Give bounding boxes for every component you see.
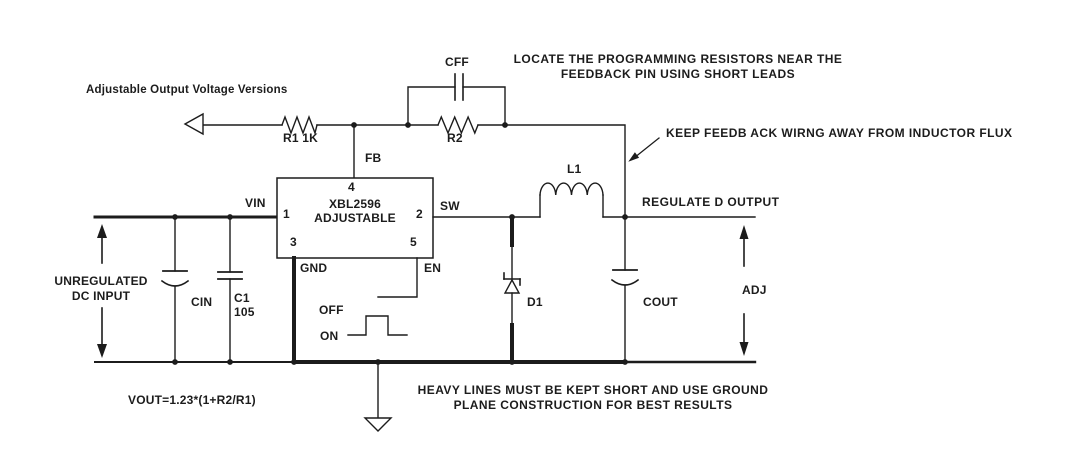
- heavy-lines-note-line1: HEAVY LINES MUST BE KEPT SHORT AND USE G…: [417, 383, 769, 397]
- ic-body: [276, 177, 434, 259]
- cout-label: COUT: [643, 295, 678, 309]
- diode-d1: [503, 215, 521, 364]
- vout-node-arrow: [183, 112, 204, 136]
- ic-part-name: XBL2596: [328, 197, 382, 211]
- ic-variant: ADJUSTABLE: [314, 211, 396, 225]
- c1-label: C1: [234, 291, 250, 305]
- capacitor-cff: [407, 73, 506, 126]
- cin-label: CIN: [191, 295, 213, 309]
- unregulated-input-line2: DC INPUT: [71, 288, 131, 303]
- resistor-r2: [437, 115, 479, 135]
- r2-label: R2: [447, 131, 463, 145]
- unregulated-input-line1: UNREGULATED: [54, 274, 148, 288]
- ground-symbol: [363, 361, 393, 432]
- capacitor-cout: [610, 216, 640, 363]
- inductor-l1: [539, 182, 604, 218]
- heavy-lines-note-line2: PLANE CONSTRUCTION FOR BEST RESULTS: [453, 397, 733, 412]
- locate-resistors-note-line2: FEEDBACK PIN USING SHORT LEADS: [560, 66, 796, 81]
- adj-span-arrow: [739, 225, 749, 356]
- capacitor-c1: [217, 216, 243, 363]
- unregulated-input-label: UNREGULATED DC INPUT: [40, 274, 162, 303]
- r1-label: R1 1K: [283, 131, 319, 145]
- resistor-r1: [281, 115, 318, 136]
- ic-pin3-number: 3: [290, 235, 297, 249]
- locate-resistors-note-line1: LOCATE THE PROGRAMMING RESISTORS NEAR TH…: [513, 52, 843, 66]
- note-arrow: [628, 137, 660, 162]
- unregulated-span-arrow: [97, 224, 107, 358]
- junction-dots: [172, 122, 628, 365]
- en-stub: [377, 257, 418, 298]
- vout-formula: VOUT=1.23*(1+R2/R1): [128, 393, 256, 407]
- off-label: OFF: [319, 303, 344, 317]
- adjustable-versions-note: Adjustable Output Voltage Versions: [86, 84, 288, 96]
- ic-pin2-number: 2: [416, 207, 423, 221]
- vin-pin-label: VIN: [245, 196, 266, 210]
- l1-label: L1: [567, 162, 582, 176]
- fb-pin-label: FB: [365, 151, 382, 165]
- gnd-pin-label: GND: [300, 261, 328, 275]
- sw-pin-label: SW: [440, 199, 460, 213]
- keep-feedback-note: KEEP FEEDB ACK WIRNG AWAY FROM INDUCTOR …: [666, 126, 1013, 140]
- on-label: ON: [320, 329, 339, 343]
- locate-resistors-note: LOCATE THE PROGRAMMING RESISTORS NEAR TH…: [488, 52, 868, 81]
- cff-label: CFF: [445, 55, 469, 69]
- regulated-output-label: REGULATE D OUTPUT: [642, 195, 780, 209]
- ic-pin1-number: 1: [283, 207, 290, 221]
- adj-label: ADJ: [742, 283, 767, 297]
- ic-pin5-number: 5: [410, 235, 417, 249]
- enable-waveform: [347, 315, 408, 336]
- en-pin-label: EN: [424, 261, 442, 275]
- c1-value: 105: [234, 305, 255, 319]
- ic-pin4-number: 4: [348, 180, 355, 194]
- heavy-lines-note: HEAVY LINES MUST BE KEPT SHORT AND USE G…: [398, 383, 788, 412]
- capacitor-cin: [160, 216, 190, 363]
- d1-label: D1: [527, 295, 543, 309]
- feedback-line: [202, 124, 626, 218]
